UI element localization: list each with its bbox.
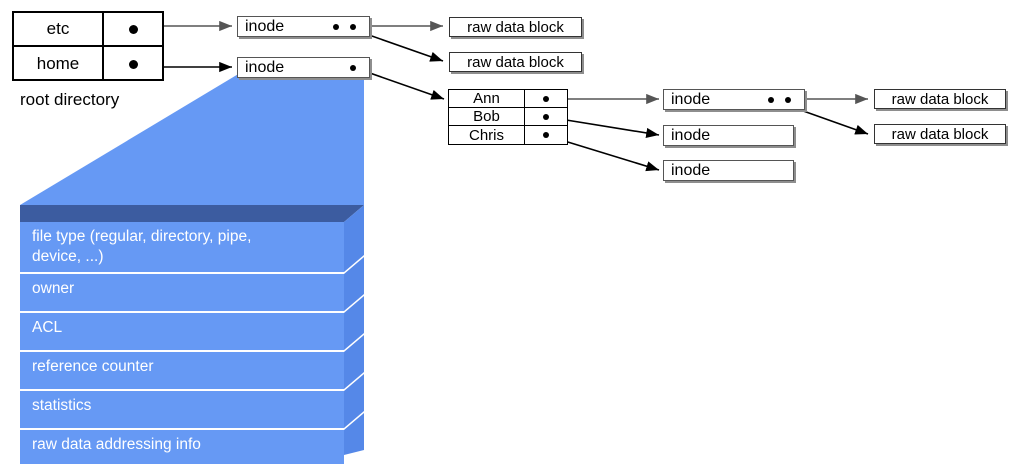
inode-field-label: statistics (32, 397, 92, 414)
wire-chris-to-inode (557, 138, 660, 172)
raw-data-block-ann-1[interactable]: raw data block (874, 89, 1006, 109)
inode-field-label: ACL (32, 319, 63, 336)
home-entry-name: Bob (449, 108, 525, 125)
pointer-dot-icon (333, 23, 339, 30)
root-entry-name: home (14, 47, 104, 81)
pointer-dot-icon (543, 113, 549, 120)
inode-pointer-slots (768, 96, 804, 103)
home-entry-pointer[interactable] (525, 108, 567, 125)
inode-detail-stack: file type (regular, directory, pipe, dev… (20, 222, 344, 464)
pointer-dot-icon (768, 96, 774, 103)
inode-field-owner: owner (20, 274, 344, 311)
inode-pointer-slots (333, 23, 369, 30)
inode-field-label: file type (regular, directory, pipe, (32, 228, 252, 245)
pointer-dot-icon (543, 132, 549, 138)
root-entry-pointer[interactable] (104, 47, 162, 81)
stack-side-face-3 (344, 296, 364, 350)
home-directory-table: Ann Bob Chris (448, 89, 568, 145)
pointer-dot-icon (128, 24, 138, 34)
inode-label: inode (671, 126, 711, 144)
inode-field-file-type: file type (regular, directory, pipe, dev… (20, 222, 344, 272)
root-directory-table: etc home (12, 11, 164, 81)
inode-label: inode (245, 17, 285, 35)
table-row[interactable]: Bob (449, 108, 567, 126)
explode-funnel-shape (20, 73, 364, 205)
inode-field-label: reference counter (32, 358, 154, 375)
inode-label: inode (671, 90, 711, 108)
raw-data-block-etc-1[interactable]: raw data block (449, 17, 582, 37)
stack-side-face-2 (344, 257, 364, 311)
inode-box-home[interactable]: inode (237, 57, 370, 78)
inode-box-chris[interactable]: inode (663, 160, 794, 181)
home-entry-pointer[interactable] (525, 90, 567, 107)
inode-box-bob[interactable]: inode (663, 125, 794, 146)
stack-side-face-6 (344, 413, 364, 455)
pointer-dot-icon (128, 59, 138, 69)
root-entry-pointer[interactable] (104, 13, 162, 45)
inode-box-etc[interactable]: inode (237, 16, 370, 37)
inode-label: inode (245, 58, 285, 76)
stack-side-face-1 (344, 205, 364, 272)
raw-data-block-etc-2[interactable]: raw data block (449, 52, 582, 72)
table-row[interactable]: Ann (449, 90, 567, 108)
raw-data-block-ann-2[interactable]: raw data block (874, 124, 1006, 144)
home-entry-name: Chris (449, 126, 525, 144)
home-entry-name: Ann (449, 90, 525, 107)
inode-field-raw-data-addressing-info: raw data addressing info (20, 430, 344, 464)
inode-field-label: raw data addressing info (32, 436, 201, 453)
stack-side-face-4 (344, 335, 364, 389)
inode-field-reference-counter: reference counter (20, 352, 344, 389)
inode-field-acl: ACL (20, 313, 344, 350)
pointer-dot-icon (350, 64, 356, 71)
wire-bob-to-inode (559, 118, 660, 139)
table-row[interactable]: Chris (449, 126, 567, 144)
table-row[interactable]: home (14, 47, 162, 81)
stack-top-face (20, 205, 364, 222)
pointer-dot-icon (350, 23, 356, 30)
table-row[interactable]: etc (14, 13, 162, 47)
pointer-dot-icon (543, 95, 549, 102)
inode-pointer-slots (350, 64, 369, 71)
inode-field-label: owner (32, 280, 75, 297)
inode-box-ann[interactable]: inode (663, 89, 805, 110)
root-directory-caption: root directory (20, 90, 120, 109)
inode-label: inode (671, 161, 711, 179)
pointer-dot-icon (785, 96, 791, 103)
home-entry-pointer[interactable] (525, 126, 567, 144)
root-entry-name: etc (14, 13, 104, 45)
inode-field-statistics: statistics (20, 391, 344, 428)
stack-side-face-5 (344, 374, 364, 428)
inode-field-label-line2: device, ...) (32, 247, 104, 265)
